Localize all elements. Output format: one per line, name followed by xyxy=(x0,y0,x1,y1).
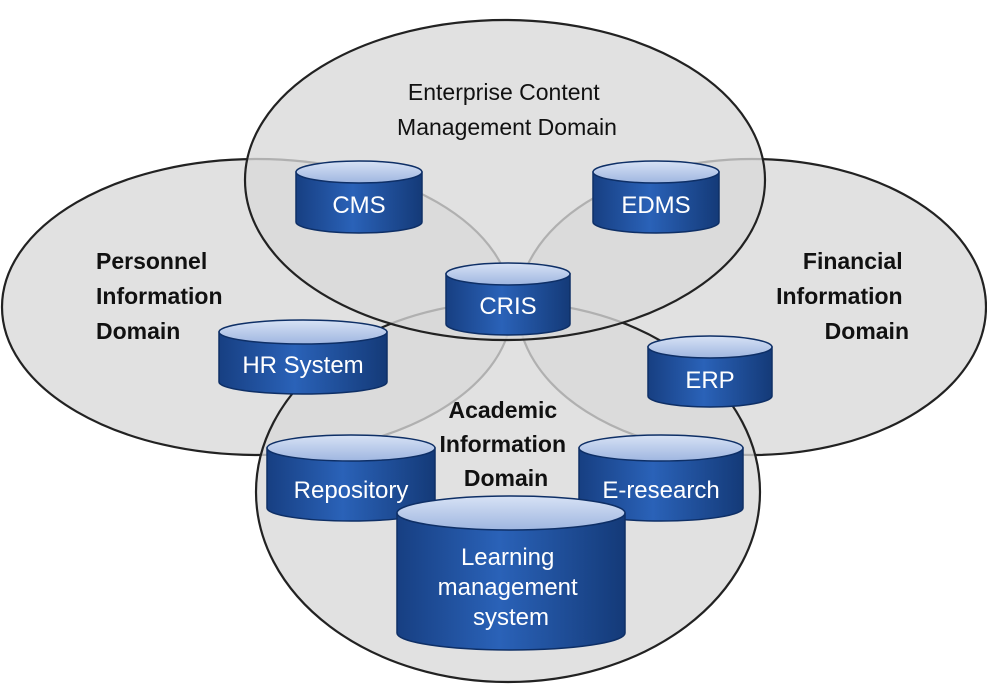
personnel-domain-label: Personnel Information Domain xyxy=(96,248,229,344)
erp-label: ERP xyxy=(685,367,734,394)
e-research-cylinder: E-research xyxy=(578,434,744,522)
e-research-label: E-research xyxy=(602,477,719,504)
repository-label: Repository xyxy=(294,477,409,504)
financial-domain-label: Financial Information Domain xyxy=(776,248,909,344)
enterprise-content-domain-ellipse xyxy=(243,18,767,342)
academic-domain-label: Academic Information Domain xyxy=(440,397,573,491)
erp-cylinder: ERP xyxy=(647,335,773,408)
learning-management-system-cylinder: Learning management system xyxy=(396,495,626,651)
enterprise-content-domain-label: Enterprise Content Management Domain xyxy=(397,79,617,140)
cris-cylinder: CRIS xyxy=(445,262,571,336)
repository-cylinder: Repository xyxy=(266,434,436,522)
cms-cylinder: CMS xyxy=(295,160,423,234)
edms-cylinder: EDMS xyxy=(592,160,720,234)
cris-label: CRIS xyxy=(479,293,536,320)
hr-system-label: HR System xyxy=(242,352,363,379)
hr-system-cylinder: HR System xyxy=(218,319,388,395)
cms-label: CMS xyxy=(332,192,385,219)
edms-label: EDMS xyxy=(621,192,690,219)
learning-management-system-label: Learning management system xyxy=(438,544,585,631)
